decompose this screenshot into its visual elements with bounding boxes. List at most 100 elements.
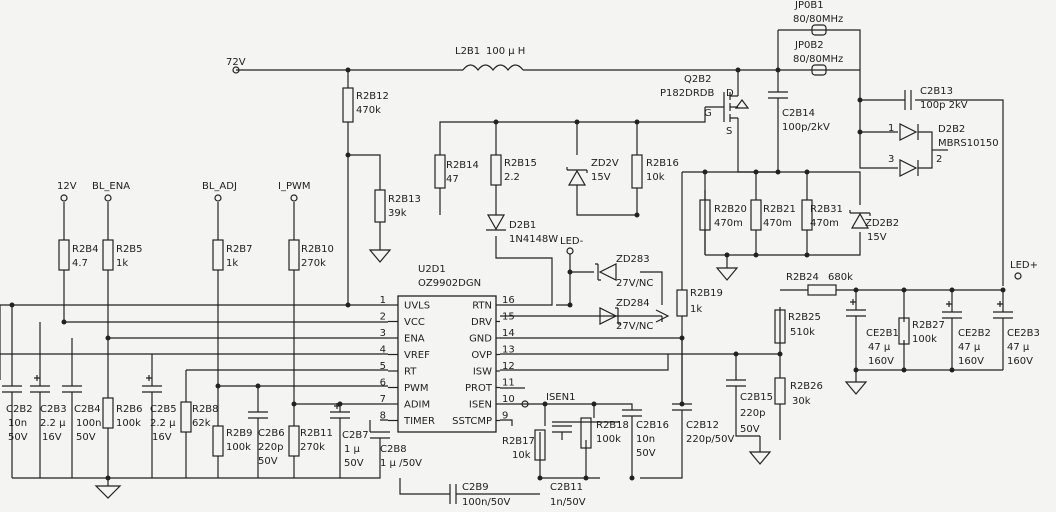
capacitor-ce2b2 [942, 311, 962, 340]
r2b10-ref: R2B10 [301, 244, 334, 255]
c2b15-ref: C2B15 [740, 392, 773, 403]
ic-right-pin-name: DRV [471, 317, 492, 328]
r2b19-ref: R2B19 [690, 288, 723, 299]
resistor-r2b7 [212, 239, 224, 271]
d2b2-val: MBRS10150 [938, 138, 999, 149]
ic-left-pin-number: 5 [380, 361, 386, 372]
r2b24-val: 680k [828, 272, 853, 283]
ic-left-pin-number: 7 [380, 394, 386, 405]
ic-right-pin-number: 11 [502, 378, 515, 389]
ic-right-pin-name: ISW [473, 367, 492, 378]
r2b17-val: 10k [512, 450, 531, 461]
jp0b2-ref: JP0B2 [794, 40, 824, 51]
ic-right-pin-number: 15 [502, 312, 515, 323]
l2b1-ref: L2B1 [455, 46, 480, 57]
capacitor-c2b6 [248, 411, 268, 426]
ce2b2-v2: 160V [958, 356, 984, 367]
r2b19-val: 1k [690, 304, 702, 315]
c2b5-v1: 2.2 μ [150, 418, 176, 429]
d2b1-val: 1N4148W [509, 234, 558, 245]
zener-zd2v [566, 167, 588, 186]
c2b11-ref: C2B11 [550, 482, 583, 493]
resistor-r2b13 [374, 189, 386, 223]
r2b13-val: 39k [388, 208, 407, 219]
r2b10-val: 270k [301, 258, 326, 269]
c2b7-v1: 1 μ [344, 444, 361, 455]
ce2b2-ref: CE2B2 [958, 328, 991, 339]
ground-sense [715, 267, 739, 281]
capacitor-c2b16 [622, 409, 642, 420]
ic-left-pin-name: PWM [404, 383, 429, 394]
r2b18-val: 100k [596, 434, 621, 445]
ic-left-pin-name: VCC [404, 317, 425, 328]
c2b13-val: 100p 2kV [920, 100, 968, 111]
c2b16-v2: 50V [636, 448, 656, 459]
q2b2-val: P182DRDB [660, 88, 714, 99]
ic-left-pin-name: ENA [404, 334, 425, 345]
junction-dots [9, 67, 1006, 481]
r2b7-ref: R2B7 [226, 244, 253, 255]
resistor-r2b26 [774, 377, 786, 405]
r2b12-val: 470k [356, 105, 381, 116]
q2b2-pin-g: G [704, 108, 712, 119]
c2b3-v1: 2.2 μ [40, 418, 66, 429]
c2b9-ref: C2B9 [462, 482, 489, 493]
r2b6-val: 100k [116, 418, 141, 429]
c2b5-ref: C2B5 [150, 404, 177, 415]
net-label-72v: 72V [226, 57, 246, 68]
zd284-val: 27V/NC [616, 321, 653, 332]
ic-right-pin-name: ISEN [469, 400, 492, 411]
component-shapes [2, 24, 1022, 504]
diode-d2b1 [486, 214, 506, 231]
r2b5-val: 1k [116, 258, 128, 269]
r2b16-val: 10k [646, 172, 665, 183]
d2b2-pin-3: 3 [888, 154, 894, 165]
resistor-r2b27 [898, 317, 910, 345]
c2b6-v1: 220p [258, 442, 283, 453]
arrow-zd284 [655, 309, 670, 323]
resistor-r2b10 [288, 239, 300, 271]
ic-left-pin-number: 4 [380, 345, 386, 356]
ic-left-pin-name: VREF [404, 350, 430, 361]
zd2v-val: 15V [591, 172, 611, 183]
ground-r2b13 [368, 249, 392, 263]
c2b2-ref: C2B2 [6, 404, 33, 415]
d2b2-pin-1: 1 [888, 123, 894, 134]
resistor-r2b25 [774, 309, 786, 344]
capacitor-c2b5 [142, 380, 162, 406]
c2b12-ref: C2B12 [686, 420, 719, 431]
q2b2-pin-s: S [726, 126, 732, 137]
c2b9-val: 100n/50V [462, 497, 511, 508]
c2b14-val: 100p/2kV [782, 122, 830, 133]
ic-right-pin-name: SSTCMP [452, 416, 492, 427]
ic-right-pin-name: RTN [472, 301, 492, 312]
net-label-led-minus: LED- [560, 236, 584, 247]
ic-left-pin-name: UVLS [404, 301, 430, 312]
resistor-r2b15 [490, 154, 502, 186]
c2b2-v2: 50V [8, 432, 28, 443]
ic-right-pin-number: 12 [502, 361, 515, 372]
zd2b2-ref: ZD2B2 [865, 218, 899, 229]
ground-ce2b1 [844, 381, 868, 395]
c2b7-v2: 50V [344, 458, 364, 469]
inductor-l2b1 [462, 64, 524, 71]
net-label-led-plus: LED+ [1010, 260, 1038, 271]
ic-right-pin-name: OVP [471, 350, 492, 361]
zd284-ref: ZD284 [616, 298, 650, 309]
ic-left-pin-name: ADIM [404, 400, 430, 411]
resistor-r2b19 [676, 289, 688, 317]
ic-right-pin-name: GND [469, 334, 492, 345]
capacitor-ce2b1 [846, 309, 866, 340]
r2b27-ref: R2B27 [912, 320, 945, 331]
d2b1-ref: D2B1 [509, 220, 536, 231]
d2b2-pin-2: 2 [936, 154, 942, 165]
r2b25-val: 510k [790, 327, 815, 338]
resistor-r2b17 [534, 429, 546, 461]
r2b12-ref: R2B12 [356, 91, 389, 102]
r2b17-ref: R2B17 [502, 436, 535, 447]
resistor-r2b5 [102, 239, 114, 271]
r2b21-ref: R2B21 [763, 204, 796, 215]
resistor-r2b8 [180, 401, 192, 433]
